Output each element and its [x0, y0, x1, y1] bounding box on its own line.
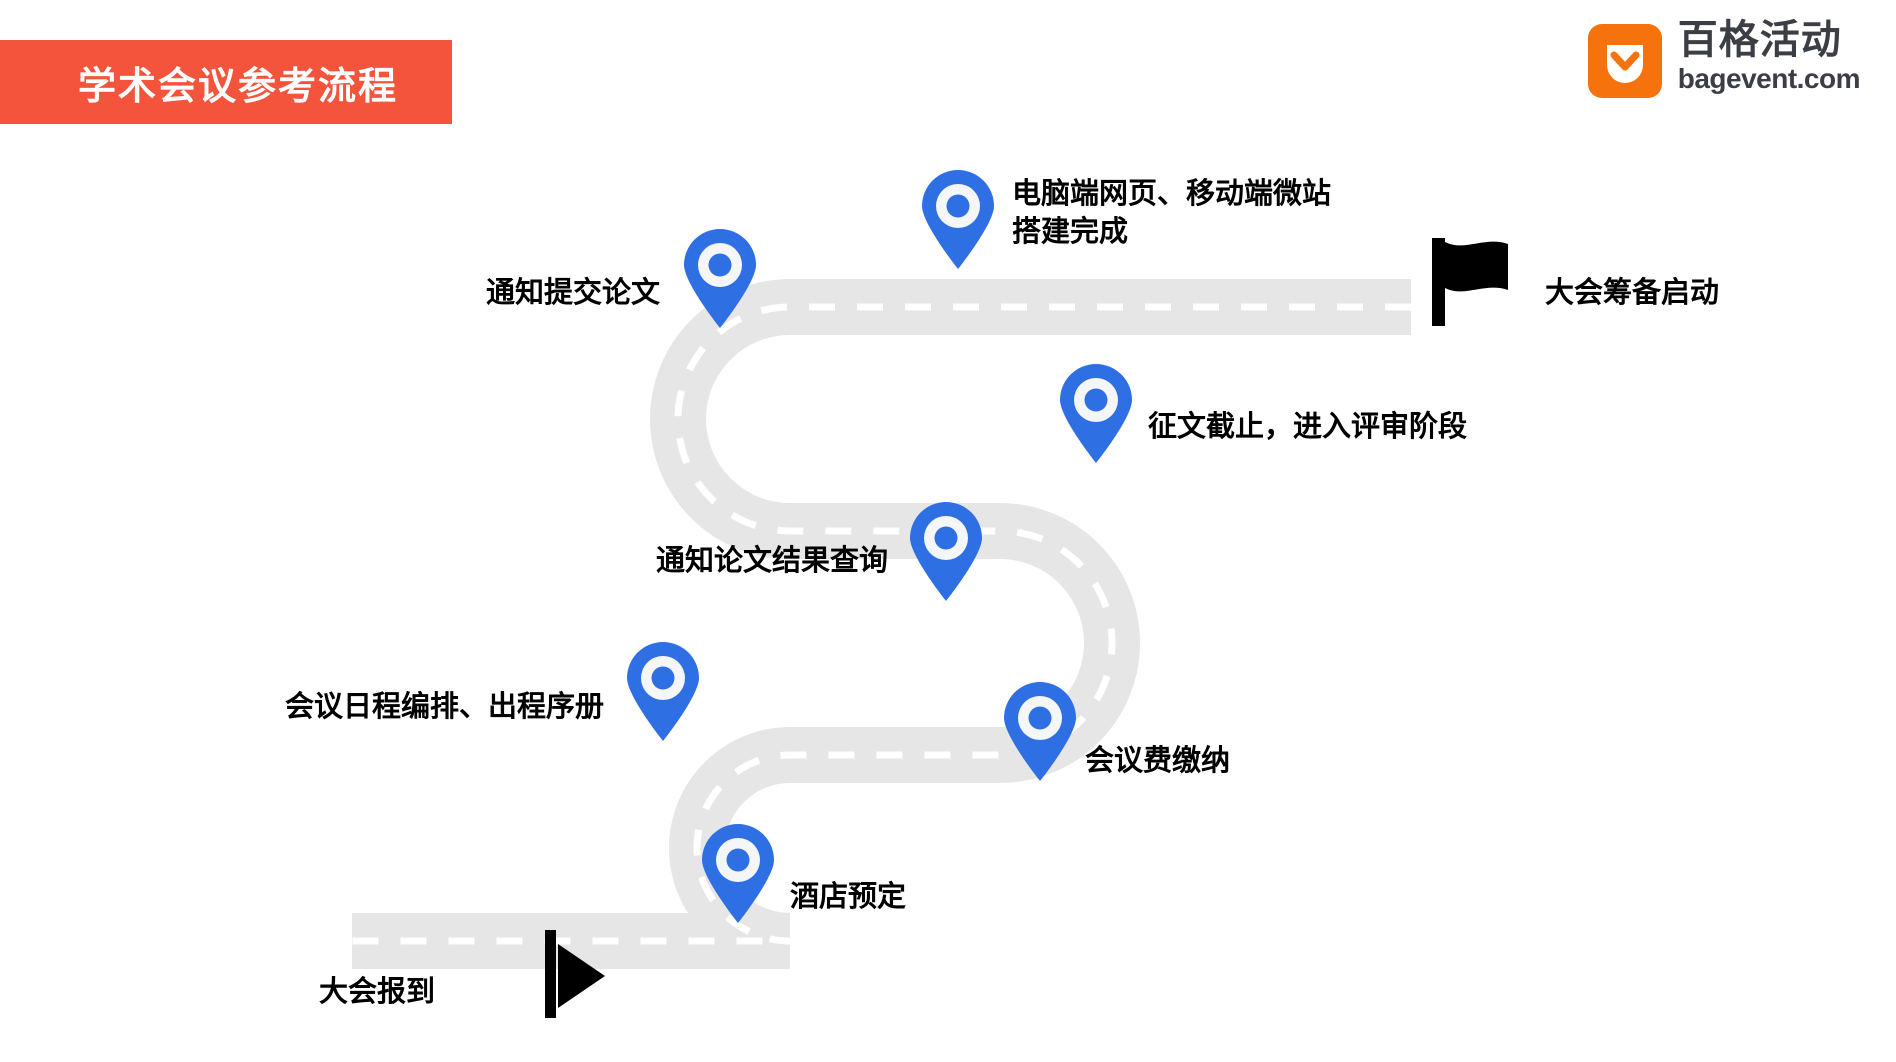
- step-label-2: 通知提交论文: [485, 277, 660, 309]
- map-pin-icon[interactable]: [625, 640, 701, 742]
- map-pin-icon[interactable]: [1002, 680, 1078, 782]
- brand-name-en: bagevent.com: [1677, 62, 1861, 94]
- step-label-1: 电脑端网页、移动端微站 搭建完成: [1012, 178, 1332, 249]
- road-center-dashes: [352, 303, 1411, 945]
- map-pin-icon[interactable]: [682, 227, 758, 329]
- page-title-banner: 学术会议参考流程: [0, 40, 452, 124]
- step-label-5: 会议日程编排、出程序册: [284, 691, 604, 723]
- finish-flag-icon: [545, 930, 609, 1018]
- road-surface: [352, 279, 1411, 969]
- step-label-6: 会议费缴纳: [1085, 745, 1231, 777]
- map-pin-icon[interactable]: [920, 168, 996, 270]
- step-label-7: 酒店预定: [790, 881, 907, 913]
- map-pin-icon[interactable]: [700, 822, 776, 924]
- brand-logo: 百格活动 bagevent.com: [1587, 18, 1861, 98]
- start-flag-label: 大会筹备启动: [1545, 277, 1720, 309]
- page-title: 学术会议参考流程: [78, 65, 399, 108]
- brand-name-cn: 百格活动: [1677, 18, 1842, 62]
- step-label-4: 通知论文结果查询: [655, 545, 888, 577]
- finish-flag-label: 大会报到: [318, 976, 435, 1008]
- map-pin-icon[interactable]: [908, 500, 984, 602]
- brand-text: 百格活动 bagevent.com: [1677, 18, 1861, 94]
- step-label-3: 征文截止，进入评审阶段: [1148, 411, 1468, 443]
- bagevent-chevron-logo-icon: [1587, 24, 1662, 98]
- start-flag-icon: [1432, 238, 1524, 326]
- map-pin-icon[interactable]: [1058, 362, 1134, 464]
